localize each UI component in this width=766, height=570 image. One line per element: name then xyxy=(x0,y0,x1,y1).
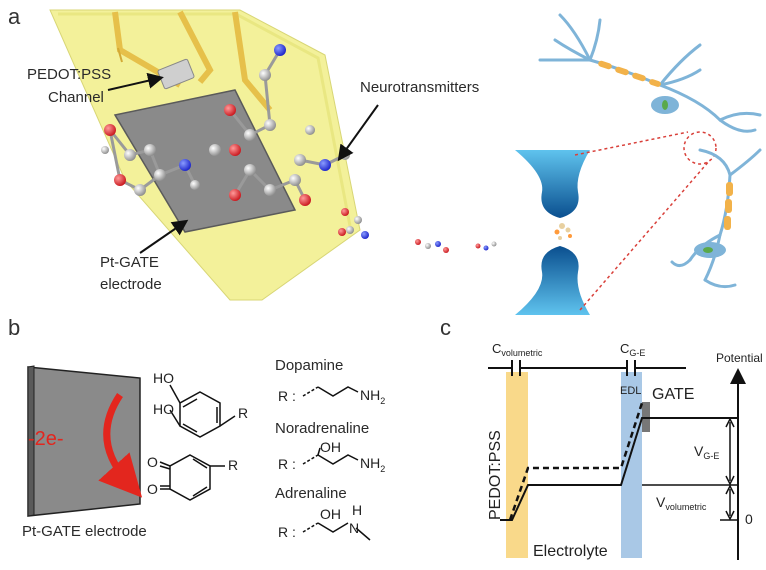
channel-arrow xyxy=(107,72,164,91)
v-ge-label: VG-E xyxy=(694,443,719,461)
myelin-upper xyxy=(598,60,661,87)
neurotransmitters-label: Neurotransmitters xyxy=(360,79,479,96)
adrenaline-chain xyxy=(302,522,319,533)
adrenaline-bonds xyxy=(317,522,371,541)
adrenaline-h: H xyxy=(352,502,362,518)
gate-label: GATE xyxy=(652,386,694,403)
v-volumetric-arrow xyxy=(725,484,735,521)
electrode-label: Pt-GATE electrode xyxy=(22,523,147,540)
circuit-line xyxy=(488,360,686,376)
neuron-upper xyxy=(538,13,762,133)
channel-label-line1: PEDOT:PSS xyxy=(27,66,111,83)
small-molecules xyxy=(338,208,497,253)
electron-transfer-arrow xyxy=(98,393,143,498)
electrolyte-label: Electrolyte xyxy=(533,543,608,560)
adrenaline-r: R : xyxy=(278,524,296,540)
catechol-ho-1: HO xyxy=(153,370,174,386)
panel-b-letter: b xyxy=(8,315,20,340)
neuron-lower xyxy=(670,148,762,289)
volumetric-band xyxy=(506,372,528,558)
panel-c-letter: c xyxy=(440,315,451,340)
panel-a-letter: a xyxy=(8,4,21,29)
molecule-cluster xyxy=(101,44,350,206)
catechol-structure xyxy=(169,384,236,438)
catechol-ho-2: HO xyxy=(153,401,174,417)
dopamine-bonds xyxy=(317,386,359,397)
c-volumetric-label: Cvolumetric xyxy=(492,341,543,358)
quinone-o-1: O xyxy=(147,454,158,470)
zoom-circle xyxy=(683,131,717,165)
zero-label: 0 xyxy=(745,511,753,527)
edl-band xyxy=(621,372,642,558)
v-ge-arrow xyxy=(725,417,735,486)
gate-label-line2: electrode xyxy=(100,276,162,293)
adrenaline-name: Adrenaline xyxy=(275,485,347,502)
gate-arrow xyxy=(139,219,189,254)
dopamine-name: Dopamine xyxy=(275,357,343,374)
channel-label-line2: Channel xyxy=(48,89,104,106)
edl-label: EDL xyxy=(620,385,641,397)
adrenaline-oh: OH xyxy=(320,506,341,522)
quinone-r: R xyxy=(228,457,238,473)
noradrenaline-nh2: NH2 xyxy=(360,455,385,474)
nucleus-lower xyxy=(703,247,713,253)
quinone-structure xyxy=(159,454,225,501)
neurotransmitters-arrow xyxy=(337,104,379,162)
gate-label-line1: Pt-GATE xyxy=(100,254,159,271)
myelin-lower xyxy=(724,182,733,230)
electron-label: -2e- xyxy=(28,428,64,450)
pedot-label: PEDOT:PSS xyxy=(487,430,504,520)
quinone-o-2: O xyxy=(147,481,158,497)
noradrenaline-r: R : xyxy=(278,456,296,472)
noradrenaline-bonds xyxy=(317,447,359,465)
noradrenaline-oh: OH xyxy=(320,439,341,455)
pt-gate-electrode xyxy=(113,89,297,233)
adrenaline-n: N xyxy=(349,520,359,536)
potential-profile-dashed xyxy=(508,402,644,521)
noradrenaline-name: Noradrenaline xyxy=(275,420,369,437)
noradrenaline-chain xyxy=(302,454,319,465)
dopamine-nh2: NH2 xyxy=(360,387,385,406)
electrode-edge xyxy=(27,365,35,517)
nucleus-upper xyxy=(662,100,668,110)
dopamine-r: R : xyxy=(278,388,296,404)
zoom-guide-top xyxy=(574,131,689,156)
potential-label: Potential xyxy=(716,351,763,365)
c-ge-label: CG-E xyxy=(620,341,645,358)
synapse xyxy=(515,150,590,315)
dopamine-chain xyxy=(302,386,319,397)
zoom-guide-bottom xyxy=(579,159,711,311)
v-volumetric-label: Vvolumetric xyxy=(656,494,707,512)
catechol-r: R xyxy=(238,405,248,421)
